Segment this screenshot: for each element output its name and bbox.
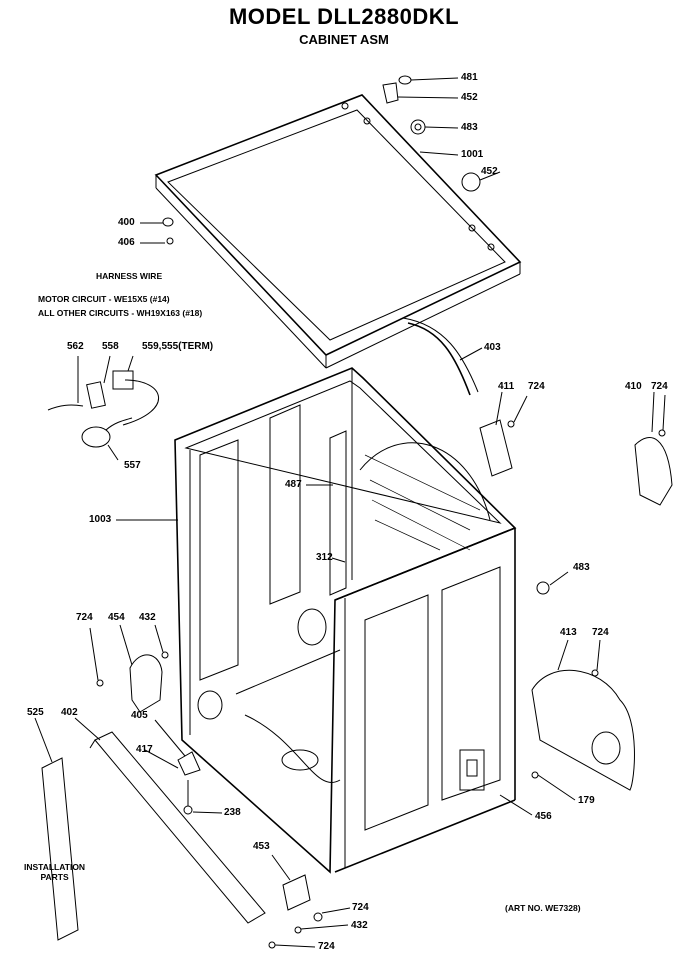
callout-405: 405 bbox=[131, 710, 148, 721]
callout-724-b: 724 bbox=[651, 381, 668, 392]
callout-724-d: 724 bbox=[592, 627, 609, 638]
callout-179: 179 bbox=[578, 795, 595, 806]
callout-456: 456 bbox=[535, 811, 552, 822]
cabinet bbox=[174, 367, 517, 874]
callout-417: 417 bbox=[136, 744, 153, 755]
art-number: (ART NO. WE7328) bbox=[505, 903, 581, 913]
cover-screws bbox=[140, 217, 174, 245]
callout-403: 403 bbox=[484, 342, 501, 353]
lower-left-parts bbox=[34, 624, 351, 949]
callout-402: 402 bbox=[61, 707, 78, 718]
callout-452-b: 452 bbox=[481, 166, 498, 177]
wire-harness bbox=[402, 317, 483, 396]
callout-483-b: 483 bbox=[573, 562, 590, 573]
callout-481: 481 bbox=[461, 72, 478, 83]
callout-1001: 1001 bbox=[461, 149, 484, 160]
callout-452: 452 bbox=[461, 92, 478, 103]
callout-562: 562 bbox=[67, 341, 84, 352]
side-panels bbox=[479, 391, 673, 816]
hinge-hardware bbox=[382, 75, 501, 192]
callout-454: 454 bbox=[108, 612, 125, 623]
callout-557: 557 bbox=[124, 460, 141, 471]
other-circuits-note: ALL OTHER CIRCUITS - WH19X163 (#18) bbox=[38, 308, 203, 318]
callout-724-a: 724 bbox=[528, 381, 545, 392]
installation-parts-label: INSTALLATION PARTS bbox=[24, 862, 86, 882]
callout-410: 410 bbox=[625, 381, 642, 392]
motor-circuit-note: MOTOR CIRCUIT - WE15X5 (#14) bbox=[38, 294, 170, 304]
leader-lines bbox=[116, 484, 346, 563]
callout-406: 406 bbox=[118, 237, 135, 248]
callout-411: 411 bbox=[498, 381, 515, 392]
callout-525: 525 bbox=[27, 707, 44, 718]
callout-432-b: 432 bbox=[351, 920, 368, 931]
callout-483: 483 bbox=[461, 122, 478, 133]
callout-312: 312 bbox=[316, 552, 333, 563]
harness-wire-heading: HARNESS WIRE bbox=[96, 271, 163, 281]
callout-724-c: 724 bbox=[76, 612, 93, 623]
callout-487: 487 bbox=[285, 479, 302, 490]
callout-413: 413 bbox=[560, 627, 577, 638]
callout-1003: 1003 bbox=[89, 514, 112, 525]
callout-400: 400 bbox=[118, 217, 135, 228]
motor-circuit-parts bbox=[47, 355, 159, 461]
page-subtitle: CABINET ASM bbox=[299, 32, 389, 47]
callout-238: 238 bbox=[224, 807, 241, 818]
callout-724-f: 724 bbox=[318, 941, 335, 952]
callout-558: 558 bbox=[102, 341, 119, 352]
page-title: MODEL DLL2880DKL bbox=[228, 4, 460, 29]
top-cover bbox=[154, 94, 522, 369]
callout-432-a: 432 bbox=[139, 612, 156, 623]
callout-724-e: 724 bbox=[352, 902, 369, 913]
callout-453: 453 bbox=[253, 841, 270, 852]
callout-559-555: 559,555(TERM) bbox=[142, 341, 214, 352]
